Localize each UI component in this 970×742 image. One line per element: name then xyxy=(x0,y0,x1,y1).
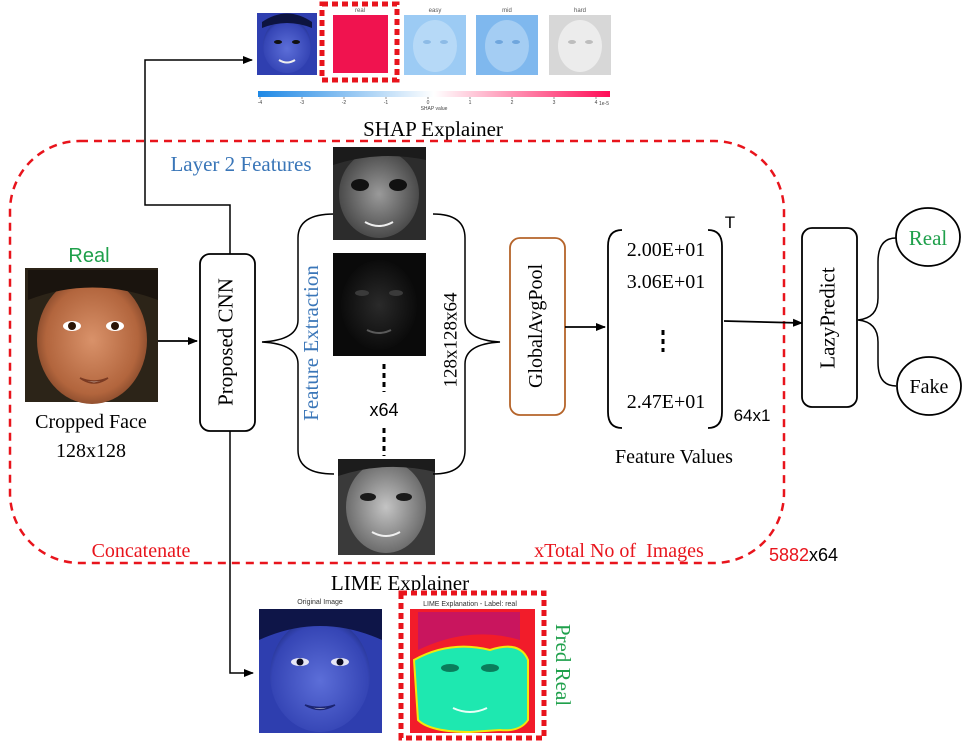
shap-colorbar-tick-label: 3 xyxy=(553,100,556,106)
shap-mid-panel xyxy=(476,15,538,75)
shap-panel: real easy mid hard -4 -3 -2 -1 0 1 2 3 4 xyxy=(257,1,611,141)
concatenate-region xyxy=(8,139,786,565)
vector-value-1: 2.00E+01 xyxy=(627,239,706,261)
vector-value-2: 3.06E+01 xyxy=(627,271,706,293)
concat-total-label: xTotal No of Images xyxy=(534,540,704,562)
extraction-label: Feature Extraction xyxy=(299,265,323,421)
feature-map-2 xyxy=(333,253,426,356)
shap-colorbar-tick-label: -3 xyxy=(300,100,305,106)
shap-highlight-box xyxy=(319,1,400,83)
lime-explanation-image xyxy=(410,609,535,734)
shap-colorbar-ticks: -4 -3 -2 -1 0 1 2 3 4 xyxy=(258,97,598,106)
shap-colorbar-label: SHAP value xyxy=(421,106,448,112)
shap-colorbar-tick-label: -4 xyxy=(258,100,263,106)
lime-explanation-title: LIME Explanation - Label: real xyxy=(423,601,517,608)
concat-count-number: 5882 xyxy=(769,545,809,565)
lime-highlight-box xyxy=(398,590,547,741)
vector-right-bracket xyxy=(707,229,723,429)
input-label: Real xyxy=(68,245,109,267)
input-caption-line1: Cropped Face xyxy=(35,411,147,433)
concatenate-label: Concatenate xyxy=(92,540,191,562)
output-fake-node xyxy=(896,356,962,416)
input-caption-line2: 128x128 xyxy=(56,440,126,462)
shap-real-heatmap xyxy=(333,15,388,73)
vector-caption: Feature Values xyxy=(615,446,733,468)
feature-right-brace xyxy=(432,213,501,475)
shap-colorbar-tick-label: 2 xyxy=(511,100,514,106)
shap-panel-title: real xyxy=(355,8,365,14)
feature-map-3 xyxy=(338,459,435,555)
lime-prediction: Pred Real xyxy=(551,624,575,706)
shap-colorbar-tick-label: 0 xyxy=(427,100,430,106)
input-face-image xyxy=(25,268,158,404)
feature-map-1 xyxy=(333,147,426,240)
pool-label: GlobalAvgPool xyxy=(525,264,547,389)
shap-hard-panel xyxy=(549,15,611,75)
arrow-vector-to-classifier xyxy=(723,318,803,327)
shap-colorbar-tick-label: 4 xyxy=(595,100,598,106)
shap-colorbar-tick-label: -1 xyxy=(384,100,389,106)
vector-size: 64x1 xyxy=(734,406,771,425)
feature-dims: 128x128x64 xyxy=(440,292,461,388)
cnn-box xyxy=(199,253,256,432)
shap-caption: SHAP Explainer xyxy=(363,117,503,141)
vector-value-3: 2.47E+01 xyxy=(627,391,706,413)
arrow-cnn-to-lime xyxy=(229,431,254,677)
shap-colorbar xyxy=(258,91,610,97)
feature-left-brace xyxy=(261,213,335,475)
shap-easy-panel xyxy=(404,15,466,75)
cnn-label: Proposed CNN xyxy=(213,278,237,406)
lime-original-image xyxy=(259,609,382,733)
output-brace xyxy=(857,237,897,387)
feature-count: x64 xyxy=(369,400,398,420)
classifier-box xyxy=(801,227,858,408)
arrow-cnn-to-shap xyxy=(144,56,253,254)
lime-original-title: Original Image xyxy=(297,599,343,606)
layer-title: Layer 2 Features xyxy=(170,152,311,176)
shap-panel-title: hard xyxy=(574,8,586,14)
output-real-node xyxy=(895,207,961,267)
shap-colorbar-tick-label: 1 xyxy=(469,100,472,106)
concat-count-dim: x64 xyxy=(809,545,838,565)
shap-colorbar-tick-label: -2 xyxy=(342,100,347,106)
shap-panel-title: easy xyxy=(429,8,442,14)
shap-colorbar-exponent: 1e-5 xyxy=(599,101,609,107)
shap-panel-title: mid xyxy=(502,8,512,14)
classifier-label: LazyPredict xyxy=(815,267,839,369)
output-fake-label: Fake xyxy=(910,376,949,398)
output-real-label: Real xyxy=(909,226,948,250)
vector-transpose: T xyxy=(725,213,735,232)
shap-original-face xyxy=(257,13,317,75)
vector-left-bracket xyxy=(607,229,623,429)
concat-count: 5882x64 xyxy=(769,545,838,565)
